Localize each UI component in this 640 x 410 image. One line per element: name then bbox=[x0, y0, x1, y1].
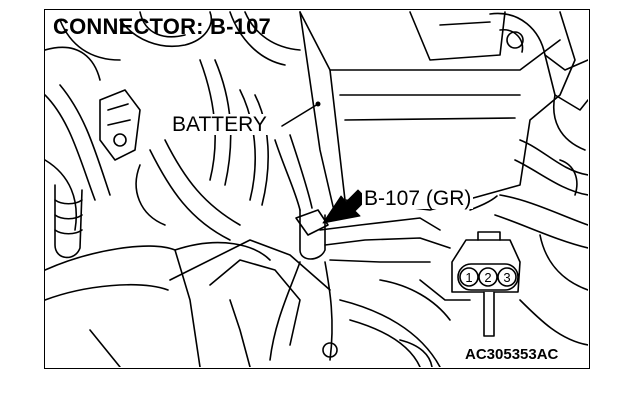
pin-1-label: 1 bbox=[465, 270, 472, 285]
pin-3-circle bbox=[497, 267, 517, 287]
wire-harness bbox=[269, 134, 451, 361]
left-components bbox=[45, 11, 301, 161]
battery-label: BATTERY bbox=[170, 113, 269, 136]
air-duct bbox=[45, 239, 331, 367]
right-hoses bbox=[494, 139, 588, 346]
battery-leader bbox=[281, 103, 319, 127]
diagram-title: CONNECTOR: B-107 bbox=[53, 14, 271, 39]
pin-1-circle bbox=[459, 267, 479, 287]
left-hoses bbox=[45, 59, 269, 259]
battery-leader-dot bbox=[315, 101, 321, 107]
battery-terminal bbox=[489, 12, 588, 151]
pin-2-label: 2 bbox=[484, 270, 491, 285]
lower-hoses bbox=[322, 279, 471, 367]
illustration-frame bbox=[44, 9, 590, 369]
battery-body bbox=[299, 11, 576, 216]
figure-code: AC305353AC bbox=[463, 346, 561, 363]
pin-3-label: 3 bbox=[503, 270, 510, 285]
connector-label: B-107 (GR) bbox=[362, 187, 474, 210]
pin-2-circle bbox=[478, 267, 498, 287]
